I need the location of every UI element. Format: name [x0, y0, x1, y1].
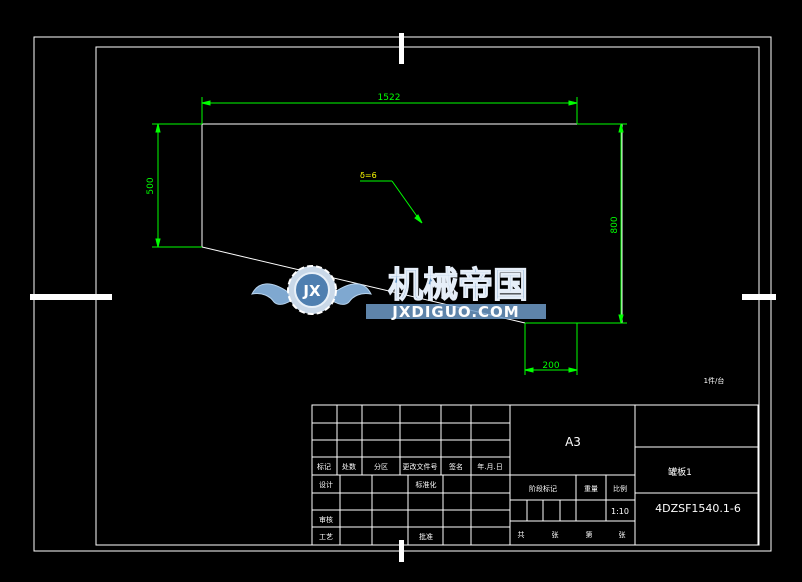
label-process: 工艺 — [319, 533, 333, 541]
watermark-badge-text: JX — [302, 282, 321, 300]
title-block — [311, 404, 759, 546]
watermark-right-wing — [330, 283, 372, 305]
hdr-mark: 标记 — [317, 462, 331, 471]
label-scale: 比例 — [613, 484, 627, 493]
label-stage: 阶段标记 — [529, 484, 557, 493]
watermark-cn-text: 机械帝国 — [388, 266, 528, 306]
dimension-top-width — [201, 97, 578, 124]
hdr-signature: 签名 — [449, 462, 463, 471]
dim-text-bottom-width: 200 — [542, 361, 559, 371]
label-sheet-no: 第 — [586, 530, 593, 539]
label-approve: 批准 — [419, 532, 433, 541]
label-sheet-total: 共 — [518, 530, 525, 539]
thickness-leader — [360, 180, 423, 224]
hdr-date: 年.月.日 — [477, 462, 502, 471]
dimension-bottom-width — [524, 323, 578, 375]
center-mark-top — [399, 33, 404, 64]
watermark-left-wing — [251, 283, 293, 305]
center-mark-right — [742, 294, 776, 300]
quantity-note: 1件/台 — [704, 376, 725, 385]
hdr-count: 处数 — [342, 462, 356, 471]
part-name: 罐板1 — [668, 466, 692, 478]
scale-value: 1:10 — [611, 507, 629, 516]
label-sheet-unit-2: 张 — [619, 530, 626, 539]
dim-text-right-height: 800 — [610, 216, 620, 233]
center-mark-left — [30, 294, 112, 300]
label-weight: 重量 — [584, 485, 598, 493]
center-mark-bottom — [399, 540, 404, 562]
watermark-en-text: JXDIGUO.COM — [391, 303, 519, 321]
dimension-right-height — [525, 123, 627, 324]
hdr-change-doc: 更改文件号 — [403, 462, 438, 471]
drawing-number: 4DZSF1540.1-6 — [655, 502, 741, 515]
label-design: 设计 — [319, 480, 333, 489]
label-sheet-unit-1: 张 — [552, 530, 559, 539]
label-standardize: 标准化 — [416, 480, 437, 489]
dim-text-left-height: 500 — [146, 177, 156, 194]
label-review: 审核 — [319, 515, 333, 524]
thickness-note: δ=6 — [360, 171, 377, 180]
dimension-left-height — [152, 123, 202, 248]
dim-text-top-width: 1522 — [378, 93, 401, 103]
watermark: JX 机械帝国 JXDIGUO.COM — [251, 265, 546, 321]
hdr-zone: 分区 — [374, 462, 388, 471]
paper-size: A3 — [565, 435, 581, 449]
